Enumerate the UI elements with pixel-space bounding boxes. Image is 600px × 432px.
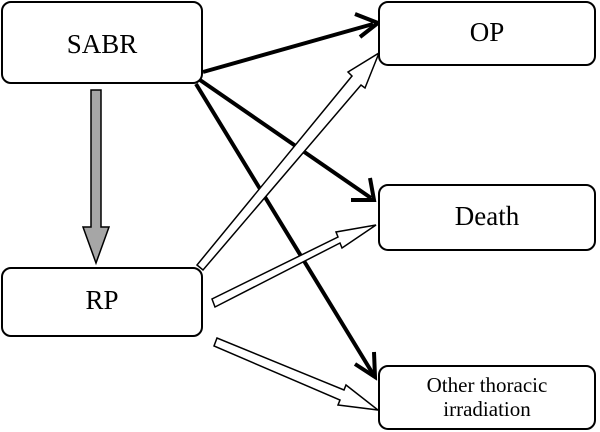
- node-rp: RP: [1, 267, 203, 337]
- edge-sabr-to-op: [202, 12, 383, 74]
- node-other-thoracic-irradiation: Other thoracic irradiation: [378, 365, 596, 430]
- edge-sabr-to-other: [194, 82, 378, 381]
- node-sabr-label: SABR: [67, 29, 138, 59]
- node-op: OP: [378, 1, 596, 66]
- edge-rp-to-op: [195, 51, 381, 272]
- node-death: Death: [378, 184, 596, 251]
- node-other-label-line2: irradiation: [443, 397, 531, 421]
- node-rp-label: RP: [85, 285, 118, 315]
- edge-rp-to-death: [211, 224, 377, 309]
- edge-rp-to-other: [213, 337, 381, 412]
- node-death-label: Death: [455, 201, 520, 231]
- edge-sabr-to-rp: [81, 89, 111, 266]
- node-op-label: OP: [470, 17, 505, 47]
- node-other-label-line1: Other thoracic: [427, 373, 548, 397]
- node-sabr: SABR: [1, 1, 203, 84]
- edge-sabr-to-death: [198, 78, 377, 202]
